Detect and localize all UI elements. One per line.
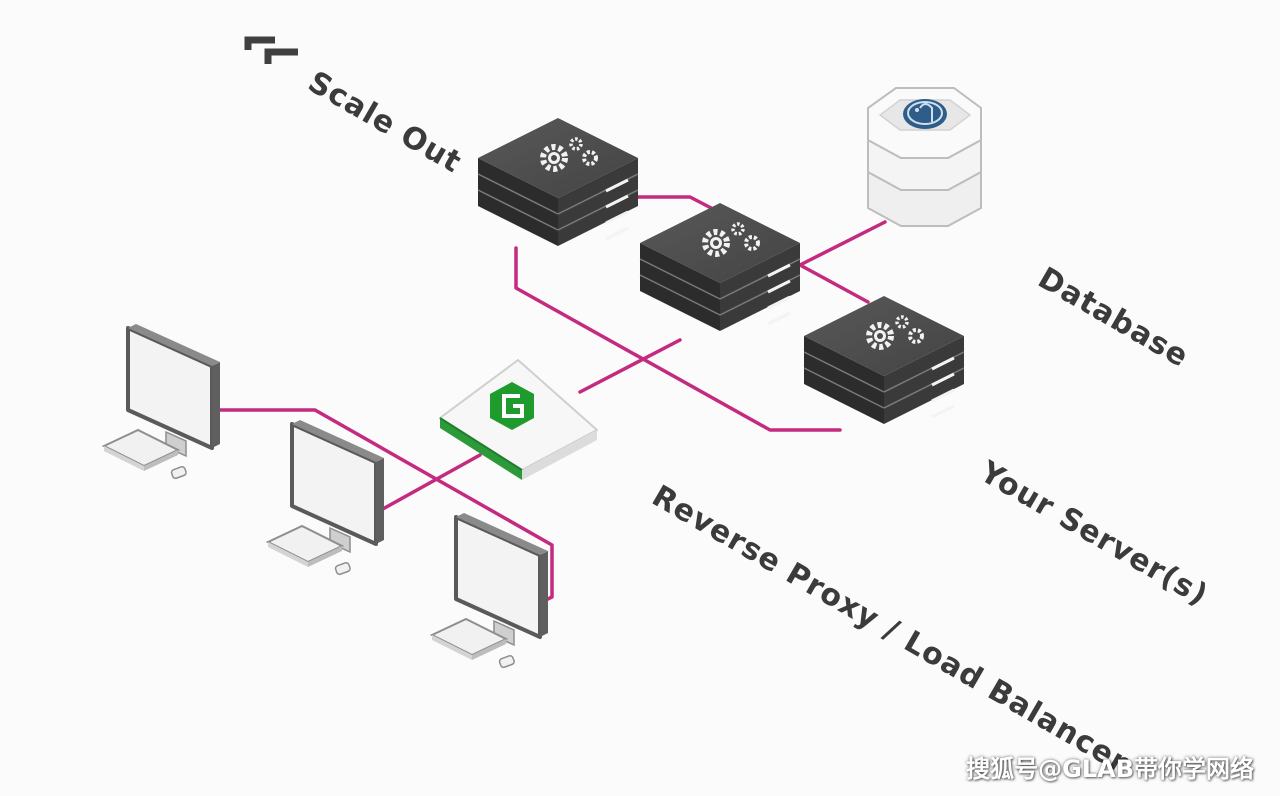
link-server2-server3: [798, 263, 870, 304]
client-workstation-2: [266, 418, 386, 578]
link-client2-proxy: [370, 453, 482, 517]
proxy-appliance: [439, 359, 598, 480]
g-logo-icon: [490, 382, 534, 430]
elephant-icon: [903, 99, 947, 129]
scale-out-icon: [244, 36, 298, 64]
watermark-text: 搜狐号@GLAB带你学网络: [966, 755, 1254, 783]
server-stack-top: [478, 118, 638, 246]
link-server1-server3: [514, 246, 842, 432]
server-stack-right: [804, 296, 964, 424]
client-workstation-3: [430, 511, 550, 671]
server-stack-middle: [640, 203, 800, 331]
label-database: Database: [1032, 261, 1195, 375]
label-your-servers: Your Server(s): [973, 454, 1214, 613]
link-server2-database: [798, 220, 887, 267]
database-icon: [867, 87, 982, 227]
link-proxy-server2: [578, 338, 682, 394]
client-workstation-1: [102, 322, 222, 482]
label-scale-out: Scale Out: [302, 65, 468, 181]
link-server1-server2: [631, 195, 717, 212]
